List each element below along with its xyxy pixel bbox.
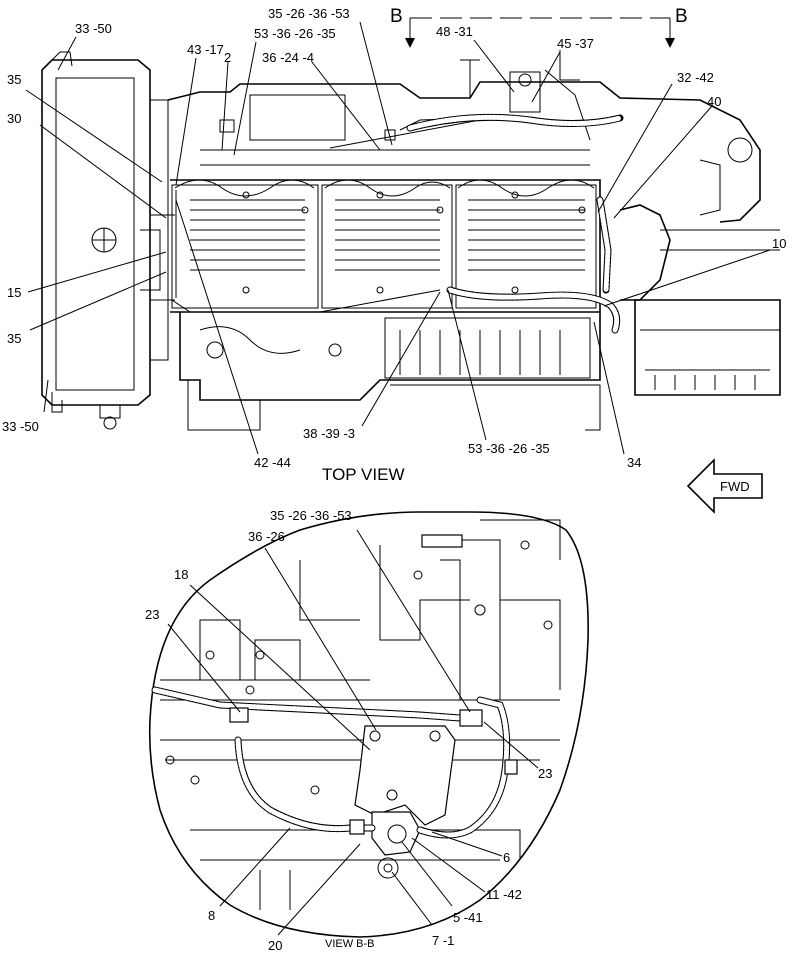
section-b-left-label: B (390, 6, 403, 27)
callout-36-24-4: 36 -24 -4 (262, 50, 314, 65)
fwd-label: FWD (720, 479, 750, 494)
bb-callout-18: 18 (174, 567, 188, 582)
view-bb-title: VIEW B-B (325, 938, 375, 950)
callout-32-42: 32 -42 (677, 70, 714, 85)
callout-2: 2 (224, 50, 231, 65)
section-b-right-label: B (675, 6, 688, 27)
callout-45-37: 45 -37 (557, 36, 594, 51)
bb-callout-7-1: 7 -1 (432, 933, 454, 948)
callout-53-36-26-35-a: 53 -36 -26 -35 (254, 26, 336, 41)
callout-33-50-bottom: 33 -50 (2, 419, 39, 434)
callout-48-31: 48 -31 (436, 24, 473, 39)
callout-43-17: 43 -17 (187, 42, 224, 57)
bb-callout-8: 8 (208, 908, 215, 923)
bb-callout-5-41: 5 -41 (453, 910, 483, 925)
bb-callout-35-26-36-53: 35 -26 -36 -53 (270, 508, 352, 523)
radiator (41, 51, 175, 430)
top-view-drawing (41, 50, 781, 431)
callout-35-a: 35 (7, 72, 21, 87)
view-bb-leaders (167, 529, 539, 936)
callout-53-36-26-35-b: 53 -36 -26 -35 (468, 441, 550, 456)
bb-callout-23-b: 23 (538, 766, 552, 781)
callout-42-44: 42 -44 (254, 455, 291, 470)
callout-10: 10 (772, 236, 786, 251)
view-bb-drawing (148, 511, 589, 938)
bb-callout-11-42: 11 -42 (486, 887, 522, 902)
callout-35-b: 35 (7, 331, 21, 346)
section-b-marker: B B (390, 6, 688, 48)
callout-38-39-3: 38 -39 -3 (303, 426, 355, 441)
bb-callout-36-26: 36 -26 (248, 529, 285, 544)
callout-35-26-36-53-top: 35 -26 -36 -53 (268, 6, 350, 21)
callout-34: 34 (627, 455, 641, 470)
view-bb-callouts: 35 -26 -36 -53 36 -26 18 23 23 6 11 -42 … (145, 508, 552, 953)
top-view-leaders (25, 21, 771, 455)
bb-callout-23-a: 23 (145, 607, 159, 622)
fwd-arrow: FWD (686, 458, 763, 514)
top-view-title: TOP VIEW (322, 465, 405, 484)
callout-40: 40 (707, 94, 721, 109)
engine-block (167, 50, 781, 431)
bb-callout-20: 20 (268, 938, 282, 953)
top-view-callouts: 33 -50 43 -17 2 35 -26 -36 -53 53 -36 -2… (2, 6, 786, 470)
callout-33-50-top: 33 -50 (75, 21, 112, 36)
callout-15: 15 (7, 285, 21, 300)
bb-callout-6: 6 (503, 850, 510, 865)
callout-30: 30 (7, 111, 21, 126)
